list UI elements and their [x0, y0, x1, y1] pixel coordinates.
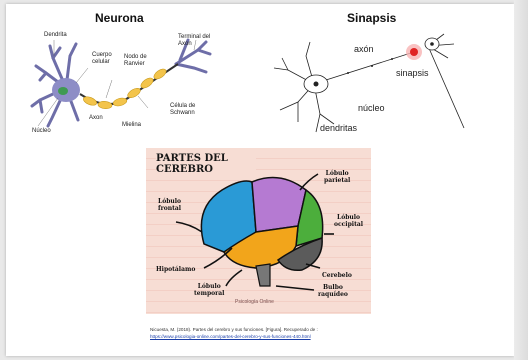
label-celula-schwann: Célula de Schwann: [170, 103, 195, 117]
label-terminal-axon: Terminal del Axon: [178, 34, 210, 48]
brain-figure: PARTES DEL CEREBRO Lóbulo parietal Lóbul…: [146, 148, 371, 314]
label-nucleo: Núcleo: [32, 128, 51, 135]
citation: Nicuesta, M. (2018). Partes del cerebro …: [150, 326, 410, 340]
label-lobulo-frontal: Lóbulo frontal: [158, 198, 181, 212]
label-lobulo-temporal: Lóbulo temporal: [194, 283, 224, 297]
page-scroll-edge: [514, 0, 528, 360]
label-axon: Axon: [89, 115, 103, 122]
label-nucleo-synapse: núcleo: [358, 103, 385, 113]
label-mielina: Mielina: [122, 122, 141, 129]
label-sinapsis: sinapsis: [396, 68, 429, 78]
synapse-title: Sinapsis: [347, 11, 396, 25]
neuron-title: Neurona: [95, 11, 144, 25]
label-dendritas: dendritas: [320, 123, 357, 133]
citation-link[interactable]: https://www.psicologia-online.com/partes…: [150, 333, 410, 340]
label-bulbo-raquideo: Bulbo raquídeo: [318, 284, 348, 298]
label-hipotalamo: Hipotálamo: [156, 266, 195, 273]
citation-text: Nicuesta, M. (2018). Partes del cerebro …: [150, 326, 410, 333]
label-cuerpo-celular: Cuerpo celular: [92, 52, 112, 66]
watermark-text: Psicología Online: [235, 299, 274, 305]
label-cerebelo: Cerebelo: [322, 272, 352, 279]
label-lobulo-parietal: Lóbulo parietal: [324, 170, 350, 184]
label-axon-synapse: axón: [354, 44, 374, 54]
label-nodo-ranvier: Nodo de Ranvier: [124, 54, 147, 68]
label-lobulo-occipital: Lóbulo occipital: [334, 214, 363, 228]
label-dendrita: Dendrita: [44, 32, 67, 39]
